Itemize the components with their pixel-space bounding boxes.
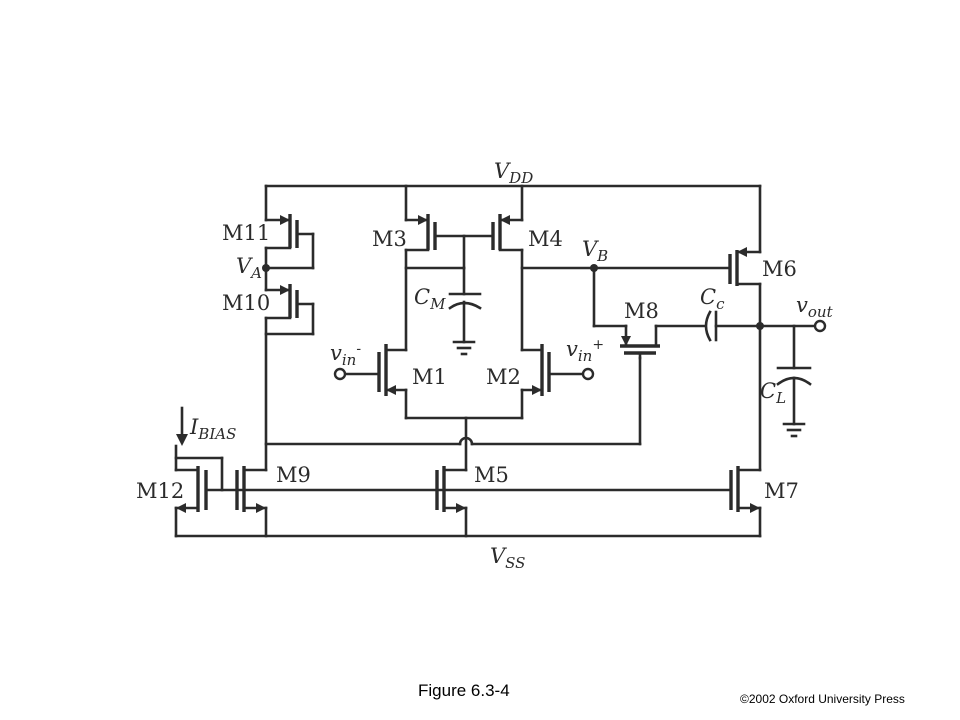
node-vb-dot bbox=[590, 264, 598, 272]
vb-net bbox=[520, 266, 732, 328]
label-m1: M1 bbox=[412, 365, 447, 389]
transistor-m8 bbox=[620, 324, 660, 360]
capacitor-cm bbox=[448, 266, 482, 356]
transistor-m12 bbox=[174, 466, 208, 538]
transistor-m2 bbox=[520, 344, 586, 420]
label-va: VA bbox=[236, 254, 262, 282]
copyright-notice: ©2002 Oxford University Press bbox=[740, 692, 905, 706]
label-cc: Cc bbox=[700, 285, 725, 313]
label-m3: M3 bbox=[372, 227, 407, 251]
label-m11: M11 bbox=[222, 221, 270, 245]
label-m10: M10 bbox=[222, 291, 270, 315]
label-ibias: IBIAS bbox=[189, 415, 236, 443]
tail-connection bbox=[404, 416, 524, 472]
transistor-m9 bbox=[235, 466, 268, 538]
capacitor-cc bbox=[654, 310, 818, 342]
label-m12: M12 bbox=[136, 479, 184, 503]
label-cl: CL bbox=[760, 379, 786, 407]
label-cm: CM bbox=[414, 285, 446, 313]
bias-line bbox=[264, 356, 642, 446]
mirror-gate-connection bbox=[404, 234, 495, 270]
transistor-m11 bbox=[264, 184, 315, 292]
label-vin-minus: vin- bbox=[330, 341, 361, 369]
vout-terminal[interactable] bbox=[813, 319, 827, 333]
capacitor-cl bbox=[776, 324, 812, 438]
label-m8: M8 bbox=[624, 299, 659, 323]
transistor-m6 bbox=[728, 184, 762, 472]
label-m5: M5 bbox=[474, 463, 509, 487]
figure-caption: Figure 6.3-4 bbox=[418, 681, 510, 700]
label-vb: VB bbox=[582, 237, 608, 265]
label-m4: M4 bbox=[528, 227, 563, 251]
transistor-m10 bbox=[264, 284, 315, 472]
vin-minus-terminal[interactable] bbox=[333, 367, 347, 381]
label-vout: vout bbox=[796, 293, 834, 321]
transistor-m7 bbox=[729, 466, 762, 538]
label-vdd: VDD bbox=[494, 159, 533, 187]
transistor-m5 bbox=[435, 466, 468, 538]
transistor-m1 bbox=[342, 344, 408, 420]
label-m2: M2 bbox=[486, 365, 521, 389]
label-m7: M7 bbox=[764, 479, 799, 503]
node-va-dot bbox=[262, 264, 270, 272]
vin-plus-terminal[interactable] bbox=[581, 367, 595, 381]
label-m9: M9 bbox=[276, 463, 311, 487]
current-source-ibias bbox=[174, 406, 224, 492]
transistor-m4 bbox=[491, 184, 524, 352]
label-m6: M6 bbox=[762, 257, 797, 281]
label-vss: VSS bbox=[490, 544, 525, 572]
node-vout-dot bbox=[756, 322, 764, 330]
label-vin-plus: vin+ bbox=[566, 337, 604, 365]
